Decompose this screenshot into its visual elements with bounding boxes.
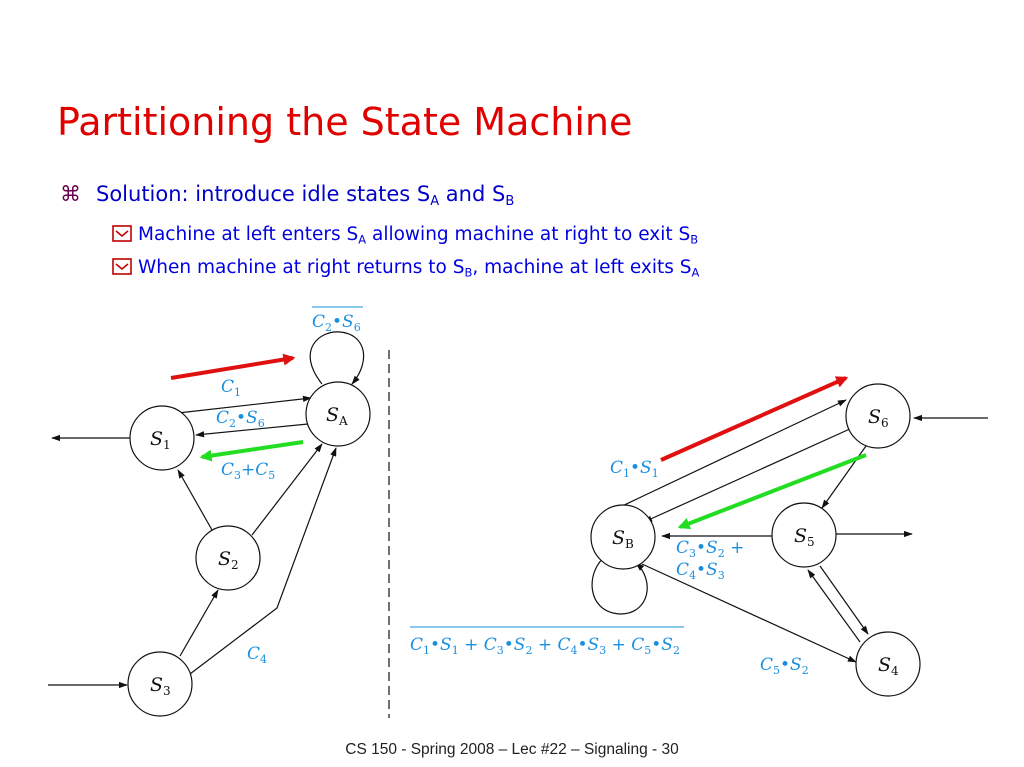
green-arrow-right [677,453,867,530]
label-c4s3: C4•S3 [676,560,725,582]
edge-sa-self-loop [309,331,365,385]
bullet-sub-2: When machine at right returns to SB, mac… [112,257,699,278]
state-sa [305,381,371,447]
label-sb-loop: C1•S1 + C3•S2 + C4•S3 + C5•S2 [410,635,680,657]
state-s6-label: S6 [868,406,889,430]
edge-sa-to-s1 [195,423,309,438]
bullet-main-text: Solution: introduce idle states S [96,182,431,206]
red-arrow-right [660,376,849,462]
label-c1s1: C1•S1 [610,458,659,480]
state-s1 [129,405,195,471]
state-sb-label: SB [612,527,634,551]
state-sb [590,504,656,570]
bullet-sub-2-t2: , machine at left exits S [472,257,692,278]
bullet-sub-1: Machine at left enters SA allowing machi… [112,224,698,245]
bullet-main-sub-a: A [430,193,440,209]
red-arrow-left [170,353,296,380]
command-key-icon: ⌘ [60,182,81,206]
edge-s3-to-s2 [179,589,219,657]
label-c3c5: C3+C5 [221,460,275,482]
checked-envelope-icon [112,225,132,242]
label-sa-loop: C2•S6 [312,312,361,334]
edge-s6-to-sb [643,427,853,523]
bullet-main-mid: and S [439,182,506,206]
bullet-main-sub-b: B [505,193,515,209]
slide-title: Partitioning the State Machine [57,100,633,144]
state-s1-label: S1 [150,428,171,452]
label-c4: C4 [247,644,267,666]
left-machine [48,331,371,717]
state-s2-label: S2 [218,548,239,572]
bullet-sub-2-s1: B [464,265,473,280]
edge-s2-to-s1 [177,469,213,531]
edge-s2-to-sa [251,443,323,536]
state-sa-label: SA [326,404,348,428]
edge-s6-to-s5 [821,445,867,509]
state-s5 [771,502,837,568]
state-s3-label: S3 [150,674,171,698]
edge-sb-to-s4 [641,563,857,663]
bullet-sub-2-s2: A [691,265,700,280]
checked-envelope-icon [112,258,132,275]
bullet-main: ⌘ Solution: introduce idle states SA and … [60,182,515,209]
right-machine [590,383,988,697]
edge-s5-to-s4 [819,565,869,635]
state-s4 [855,631,921,697]
label-c3s2: C3•S2 + [676,538,744,560]
label-c2s6: C2•S6 [216,408,265,430]
state-s6 [845,383,911,449]
state-s2 [195,525,261,591]
slide-footer: CS 150 - Spring 2008 – Lec #22 – Signali… [345,741,679,758]
bullet-sub-2-t1: When machine at right returns to S [138,257,465,278]
state-s3 [127,651,193,717]
green-arrow-left [199,440,304,462]
edge-s3-to-sa [189,447,337,675]
label-c1: C1 [221,377,241,399]
bullet-sub-1-t2: allowing machine at right to exit S [366,224,691,245]
state-s4-label: S4 [878,654,899,678]
label-c5s2: C5•S2 [760,655,809,677]
edge-s1-to-sa [177,395,312,414]
bullet-sub-1-t1: Machine at left enters S [138,224,359,245]
state-s5-label: S5 [794,525,815,549]
bullet-sub-1-s2: B [690,232,699,247]
bullet-sub-1-s1: A [358,232,367,247]
edge-sb-to-s6 [619,399,847,508]
edge-s4-to-s5 [807,569,861,643]
edge-sb-self-loop [591,555,648,615]
